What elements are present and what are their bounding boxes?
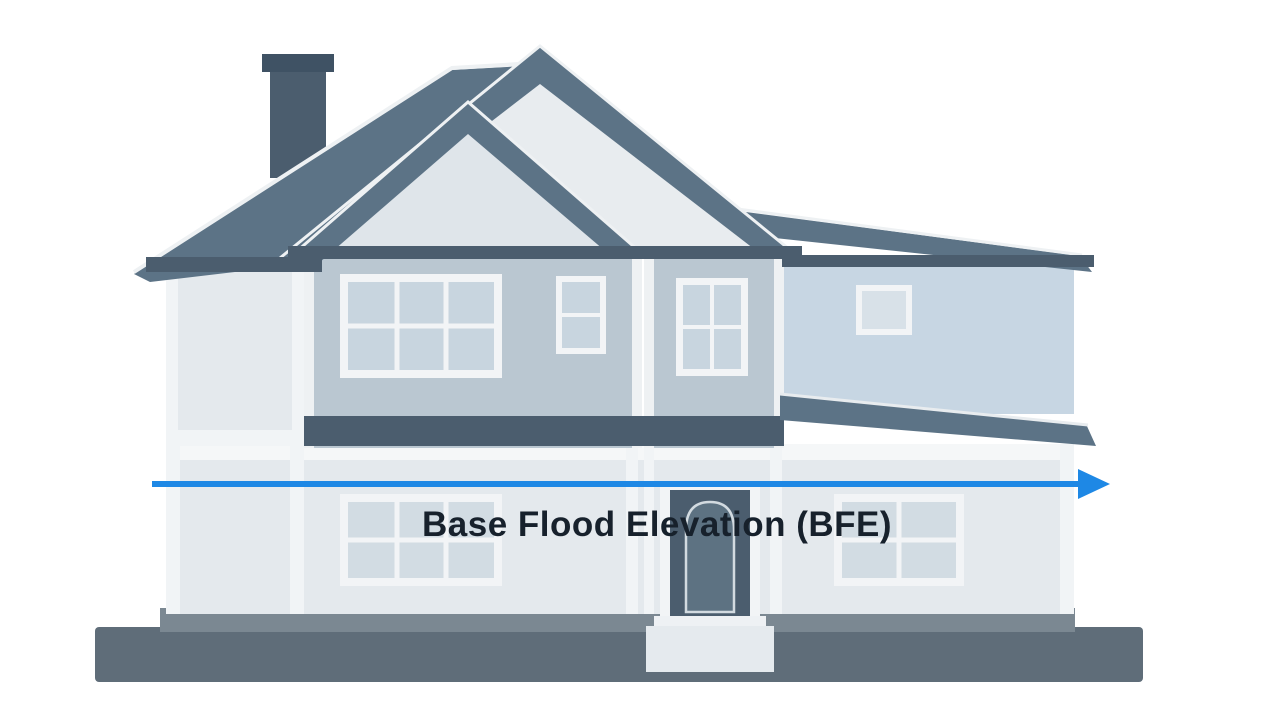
corner-board xyxy=(166,444,180,614)
mid-trim-band xyxy=(304,416,784,446)
right-eave xyxy=(782,255,1094,267)
door-arch-inset xyxy=(684,500,736,614)
step-top xyxy=(654,616,766,628)
bfe-arrowhead xyxy=(1078,469,1110,499)
window-upper-left xyxy=(340,274,502,378)
ground-band xyxy=(95,627,1143,682)
window-pane xyxy=(862,291,906,329)
bfe-arrow xyxy=(152,469,1110,499)
left-eave xyxy=(146,257,322,272)
gable-soffit xyxy=(288,246,802,259)
front-steps xyxy=(646,616,774,672)
gable-edge xyxy=(279,44,801,260)
bfe-label: Base Flood Elevation (BFE) xyxy=(422,505,892,544)
corner-board xyxy=(1060,444,1074,614)
chimney xyxy=(262,54,334,178)
right-roof-edge xyxy=(699,202,1083,257)
window-lower-left xyxy=(340,494,502,586)
bfe-arrow-line xyxy=(152,481,1082,487)
right-wing-wall xyxy=(784,262,1074,414)
center-gable xyxy=(146,44,1094,272)
chimney-cap xyxy=(262,54,334,72)
shed-roof-plane xyxy=(780,394,1096,446)
shed-roof-edge xyxy=(779,392,1089,427)
nested-gable-edge xyxy=(295,100,641,254)
corner-board xyxy=(774,252,784,448)
window-right-wing-small xyxy=(856,285,912,335)
left-wing-band xyxy=(166,430,304,446)
front-door xyxy=(660,482,760,622)
corner-board xyxy=(292,268,304,446)
ground xyxy=(95,608,1143,682)
corner-board xyxy=(644,252,654,448)
step-base xyxy=(646,626,774,672)
window-lower-right xyxy=(834,494,964,586)
window-upper-small xyxy=(556,276,606,354)
right-shed-roof xyxy=(779,392,1096,446)
corner-board xyxy=(644,444,654,614)
corner-board xyxy=(290,444,304,614)
left-wing-wall xyxy=(166,268,304,446)
window-upper-center-right xyxy=(676,278,748,376)
corner-board xyxy=(166,268,178,446)
corner-board xyxy=(304,248,314,448)
corner-board xyxy=(632,248,642,448)
nested-gable-face xyxy=(334,134,604,250)
